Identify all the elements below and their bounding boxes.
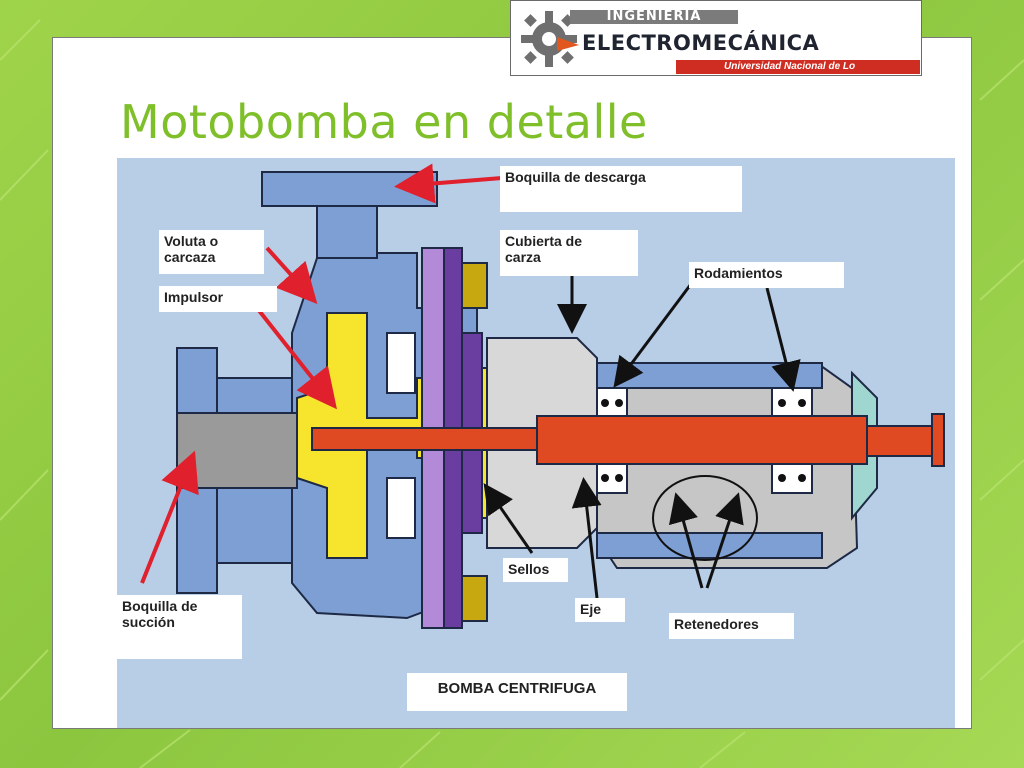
- logo-top-text: INGENIERIA: [570, 10, 738, 24]
- housing-bottom-rail: [596, 532, 823, 559]
- label-retenedores: Retenedores: [669, 613, 794, 639]
- pointer-arrows: [483, 275, 801, 599]
- gear-icon: [521, 11, 579, 67]
- diagram-caption: BOMBA CENTRIFUGA: [437, 680, 597, 697]
- label-eje: Eje: [575, 598, 625, 622]
- label-boquilla-succion: Boquilla de succión: [117, 595, 242, 659]
- impeller-window-top: [386, 332, 416, 394]
- slide-title: Motobomba en detalle: [120, 95, 648, 149]
- annotation-arrows: [140, 163, 503, 584]
- label-cubierta: Cubierta de carza: [500, 230, 638, 276]
- logo-main-text: ELECTROMECÁNICA: [582, 31, 820, 55]
- shaft: [311, 413, 945, 467]
- suction-nozzle: [176, 347, 298, 594]
- label-impulsor: Impulsor: [159, 286, 277, 312]
- retainer-ring: [652, 475, 758, 561]
- bearing-balls: [601, 399, 806, 482]
- label-sellos: Sellos: [503, 558, 568, 582]
- label-boquilla-descarga: Boquilla de descarga: [500, 166, 742, 212]
- pump-diagram: Boquilla de descarga Voluta o carcaza Im…: [117, 158, 955, 728]
- logo-university-strip: Universidad Nacional de Lo: [676, 60, 920, 74]
- label-voluta: Voluta o carcaza: [159, 230, 264, 274]
- label-rodamientos: Rodamientos: [689, 262, 844, 288]
- caption-box: [407, 673, 627, 711]
- impeller-window-bottom: [386, 477, 416, 539]
